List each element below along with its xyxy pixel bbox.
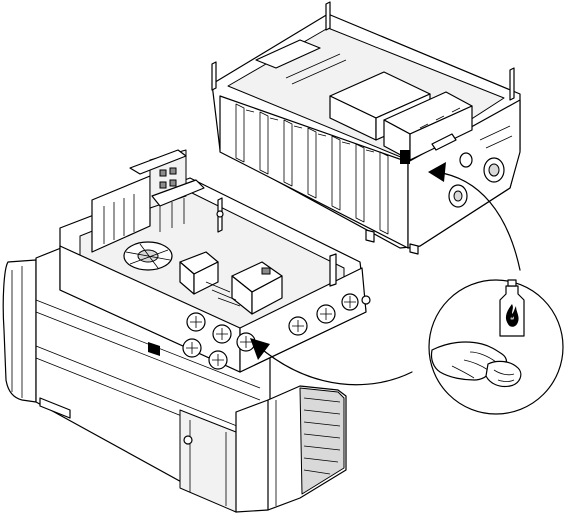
arrow-to-terminal-box xyxy=(250,338,413,386)
hand-with-cloth-icon xyxy=(430,341,522,388)
terminal-blocks xyxy=(91,149,205,253)
toroid-core xyxy=(123,241,173,271)
cooling-ribs xyxy=(235,103,389,235)
cleaning-callout xyxy=(428,279,564,415)
electronics-cover xyxy=(211,1,521,255)
terminal-box xyxy=(59,149,371,373)
cable-glands xyxy=(182,293,359,370)
solvent-bottle-icon xyxy=(499,279,525,337)
arrow-to-cover-seal xyxy=(428,162,521,271)
